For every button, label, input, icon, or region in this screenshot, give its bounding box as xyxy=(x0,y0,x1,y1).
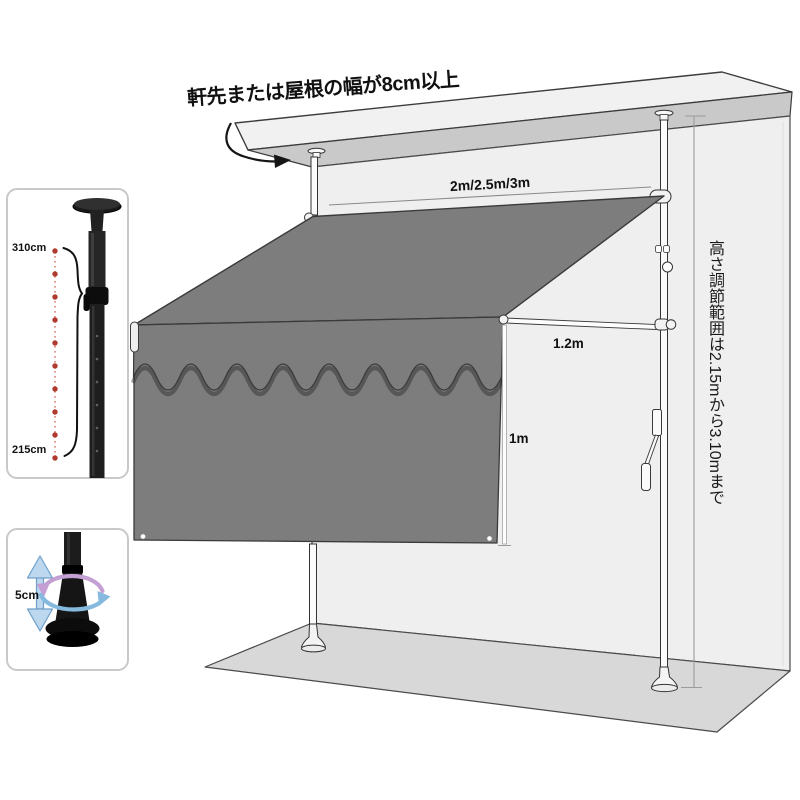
front-drop-label: 1m xyxy=(509,431,529,446)
roller-bar-left-cap xyxy=(130,321,139,353)
red-dotted-scale xyxy=(52,248,58,461)
eave-slab xyxy=(234,71,793,168)
inset-pole-illustration xyxy=(72,198,122,478)
depth-label: 1.2m xyxy=(553,336,584,351)
pole-min-height-label: 215cm xyxy=(12,444,47,456)
awning-valance xyxy=(132,316,504,391)
roller-bar-right-cap xyxy=(498,314,509,325)
eave-note-arrow xyxy=(225,122,291,168)
rotate-cw-arrow-icon xyxy=(38,591,111,612)
range-brace xyxy=(62,247,84,457)
left-pole-foot xyxy=(301,644,326,653)
height-range-note: 高さ調節範囲は2.15mから3.10mまで xyxy=(706,240,723,505)
valance-shadow xyxy=(131,365,504,397)
crank-handle xyxy=(641,409,662,491)
right-tension-pole xyxy=(649,109,678,693)
drop-dimension-line xyxy=(498,324,511,546)
right-pole-foot xyxy=(651,683,678,693)
grommet xyxy=(140,533,146,540)
pole-max-height-label: 310cm xyxy=(12,242,47,254)
width-dimension-line xyxy=(328,186,652,206)
rotate-ccw-arrow-icon xyxy=(36,573,105,597)
left-pole-lower xyxy=(301,543,326,653)
ground-floor xyxy=(204,622,791,733)
fine-adjust-label: 5cm xyxy=(15,588,40,602)
pole-extension-inset xyxy=(6,188,129,479)
height-dimension-line xyxy=(681,115,706,689)
grommet xyxy=(486,535,493,542)
height-adjust-arrow-icon xyxy=(26,555,54,632)
pole-base-inset xyxy=(6,528,129,671)
pole-adjust-knob xyxy=(662,261,673,273)
